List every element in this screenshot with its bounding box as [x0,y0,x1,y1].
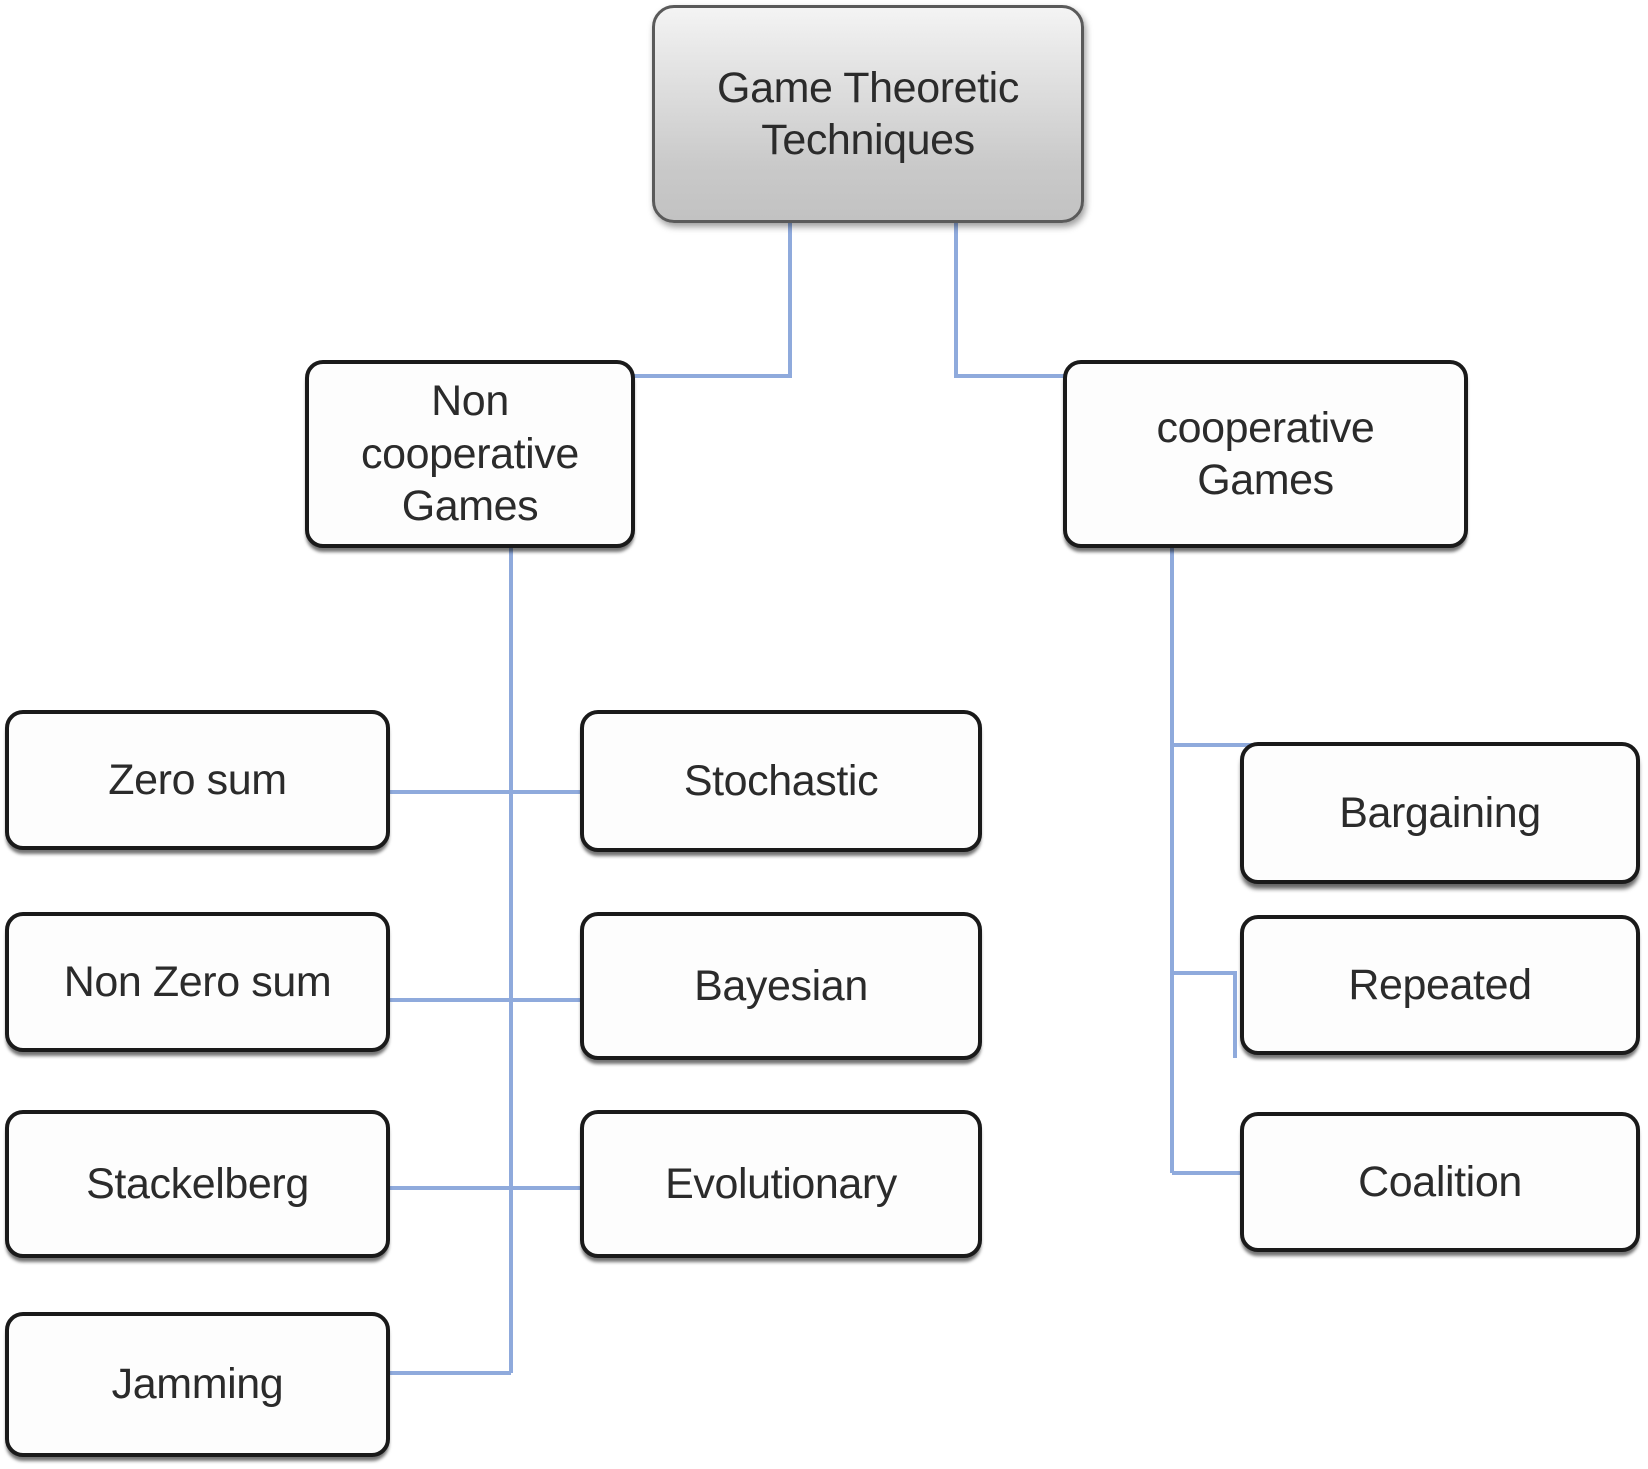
node-label: cooperative Games [1156,403,1375,504]
node-stackelberg[interactable]: Stackelberg [5,1110,390,1258]
connector-root-to-cooperative [954,222,1078,378]
node-label: Zero sum [108,755,287,804]
node-label: Stochastic [683,756,879,805]
node-label: Evolutionary [665,1159,897,1208]
node-evolutionary[interactable]: Evolutionary [580,1110,982,1258]
connector-root-to-non-cooperative [633,222,792,378]
node-bayesian[interactable]: Bayesian [580,912,982,1060]
node-game-theoretic-techniques[interactable]: Game Theoretic Techniques [652,5,1084,223]
node-label: Bayesian [694,961,868,1010]
node-bargaining[interactable]: Bargaining [1240,742,1640,884]
node-label: Non cooperative Games [361,377,579,531]
node-label: Game Theoretic Techniques [717,63,1019,164]
node-label: Non Zero sum [63,957,332,1006]
node-label: Stackelberg [86,1159,309,1208]
node-zero-sum[interactable]: Zero sum [5,710,390,850]
node-jamming[interactable]: Jamming [5,1312,390,1457]
connector-trunk-to-repeated [1172,971,1237,1058]
node-stochastic[interactable]: Stochastic [580,710,982,852]
node-cooperative-games[interactable]: cooperative Games [1063,360,1468,548]
node-non-cooperative-games[interactable]: Non cooperative Games [305,360,635,548]
node-repeated[interactable]: Repeated [1240,915,1640,1055]
node-non-zero-sum[interactable]: Non Zero sum [5,912,390,1052]
node-coalition[interactable]: Coalition [1240,1112,1640,1252]
node-label: Jamming [111,1360,284,1409]
node-label: Repeated [1348,960,1532,1009]
node-label: Coalition [1358,1157,1522,1206]
node-label: Bargaining [1339,788,1541,837]
